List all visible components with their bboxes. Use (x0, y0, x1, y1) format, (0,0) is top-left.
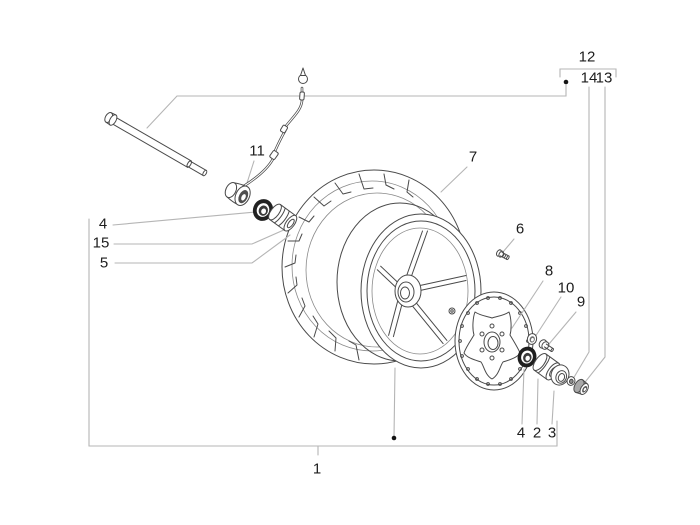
leader-15 (113, 228, 287, 245)
seal-ring-3 (550, 364, 570, 386)
bearing-seal-left (252, 199, 274, 221)
callout-1: 1 (312, 460, 322, 478)
axle-shaft (104, 112, 208, 177)
wheel-hub (394, 274, 422, 308)
wheel-rim (360, 213, 482, 369)
bearing-right (517, 346, 537, 368)
callout-9: 9 (576, 293, 586, 311)
leader-7 (440, 166, 468, 193)
leader-4-left (112, 211, 257, 226)
bracket-12 (559, 68, 617, 78)
leader-4-bottom (521, 368, 525, 425)
callout-15: 15 (92, 234, 110, 252)
callout-5: 5 (99, 254, 109, 272)
screw-6 (495, 249, 510, 261)
callout-4-bottom: 4 (516, 424, 526, 442)
leader-6 (502, 238, 515, 253)
callout-13: 13 (595, 69, 613, 87)
anchor-dot-12 (563, 79, 569, 85)
bolt-9 (538, 339, 554, 352)
leader-5 (114, 234, 291, 264)
anchor-dot-1 (391, 435, 397, 441)
callout-3: 3 (547, 424, 557, 442)
leader-axle-12 (146, 84, 567, 129)
leader-3 (551, 390, 555, 425)
callout-8: 8 (544, 262, 554, 280)
washer-14 (566, 376, 576, 386)
callout-6: 6 (515, 220, 525, 238)
leader-9 (548, 311, 577, 345)
washer-10 (526, 333, 538, 345)
leader-10 (534, 296, 562, 338)
leader-13 (581, 86, 606, 387)
callout-7: 7 (468, 148, 478, 166)
callout-11: 11 (249, 142, 265, 160)
leader-11 (246, 160, 255, 184)
callout-14: 14 (580, 69, 598, 87)
leader-14 (572, 86, 590, 380)
leader-8 (511, 280, 544, 329)
rim-spokes (376, 230, 467, 345)
brake-disc (454, 291, 534, 391)
spacer-bush (268, 203, 298, 232)
speedo-cable (242, 67, 308, 188)
leader-wheel-1 (393, 367, 396, 438)
bracket-1 (88, 218, 558, 447)
disc-bolt-holes (479, 323, 505, 361)
valve-stem (448, 307, 456, 315)
tire-tread (284, 173, 414, 361)
callout-12: 12 (578, 48, 596, 66)
cable-end-connector (298, 67, 308, 84)
leader-lines (88, 68, 617, 456)
callout-2: 2 (532, 424, 542, 442)
speedo-sensor (224, 182, 251, 206)
leader-2 (536, 378, 539, 425)
disc-inner-cutout (463, 311, 521, 380)
nut-13 (573, 378, 589, 395)
callout-4-left: 4 (98, 215, 108, 233)
callout-10: 10 (557, 279, 575, 297)
